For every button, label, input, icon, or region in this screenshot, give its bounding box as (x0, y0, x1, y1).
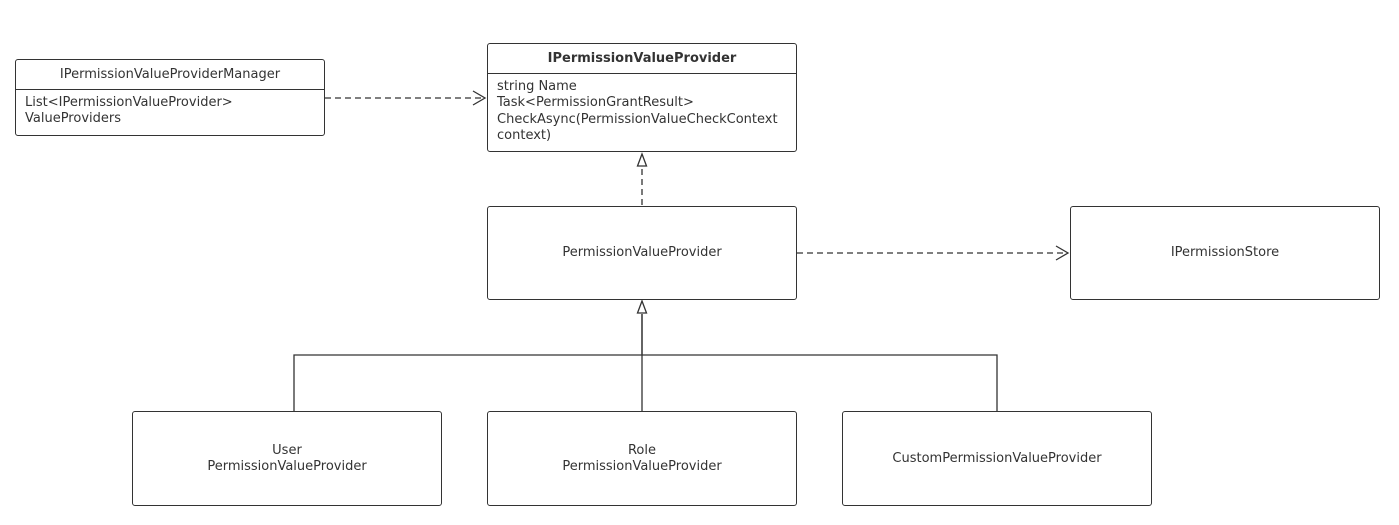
manager-member: ValueProviders (25, 111, 121, 127)
role-provider-box[interactable]: Role PermissionValueProvider (487, 411, 797, 506)
open-arrowhead-icon (472, 90, 487, 106)
value-provider-interface-members: string Name Task<PermissionGrantResult> … (488, 74, 796, 150)
value-provider-interface-box[interactable]: IPermissionValueProvider string Name Tas… (487, 43, 797, 152)
value-provider-interface-name: IPermissionValueProvider (488, 44, 796, 74)
user-provider-label: User PermissionValueProvider (207, 443, 366, 475)
interface-member: context) (497, 128, 552, 144)
user-provider-line2: PermissionValueProvider (207, 458, 367, 474)
manager-members: List<IPermissionValueProvider> ValueProv… (16, 90, 324, 133)
manager-class-name: IPermissionValueProviderManager (16, 60, 324, 90)
interface-member: CheckAsync(PermissionValueCheckContext (497, 111, 778, 127)
hollow-triangle-arrowhead-icon (636, 299, 648, 314)
generalization-user-to-base (293, 314, 643, 411)
manager-class-box[interactable]: IPermissionValueProviderManager List<IPe… (15, 59, 325, 136)
user-provider-line1: User (272, 442, 302, 458)
interface-member: string Name (497, 79, 577, 94)
manager-member: List<IPermissionValueProvider> (25, 95, 233, 110)
role-provider-line1: Role (627, 442, 656, 458)
interface-member: Task<PermissionGrantResult> (497, 95, 694, 111)
custom-provider-box[interactable]: CustomPermissionValueProvider (842, 411, 1152, 506)
custom-provider-name: CustomPermissionValueProvider (892, 450, 1102, 466)
generalization-custom-to-base (642, 354, 998, 411)
hollow-triangle-arrowhead-icon (636, 152, 648, 167)
role-provider-label: Role PermissionValueProvider (562, 443, 721, 475)
value-provider-base-name: PermissionValueProvider (562, 245, 722, 260)
permission-store-name: IPermissionStore (1170, 245, 1280, 260)
value-provider-base-box[interactable]: PermissionValueProvider (487, 206, 797, 300)
role-provider-line2: PermissionValueProvider (562, 458, 722, 474)
permission-store-box[interactable]: IPermissionStore (1070, 206, 1380, 300)
open-arrowhead-icon (1055, 245, 1070, 261)
user-provider-box[interactable]: User PermissionValueProvider (132, 411, 442, 506)
